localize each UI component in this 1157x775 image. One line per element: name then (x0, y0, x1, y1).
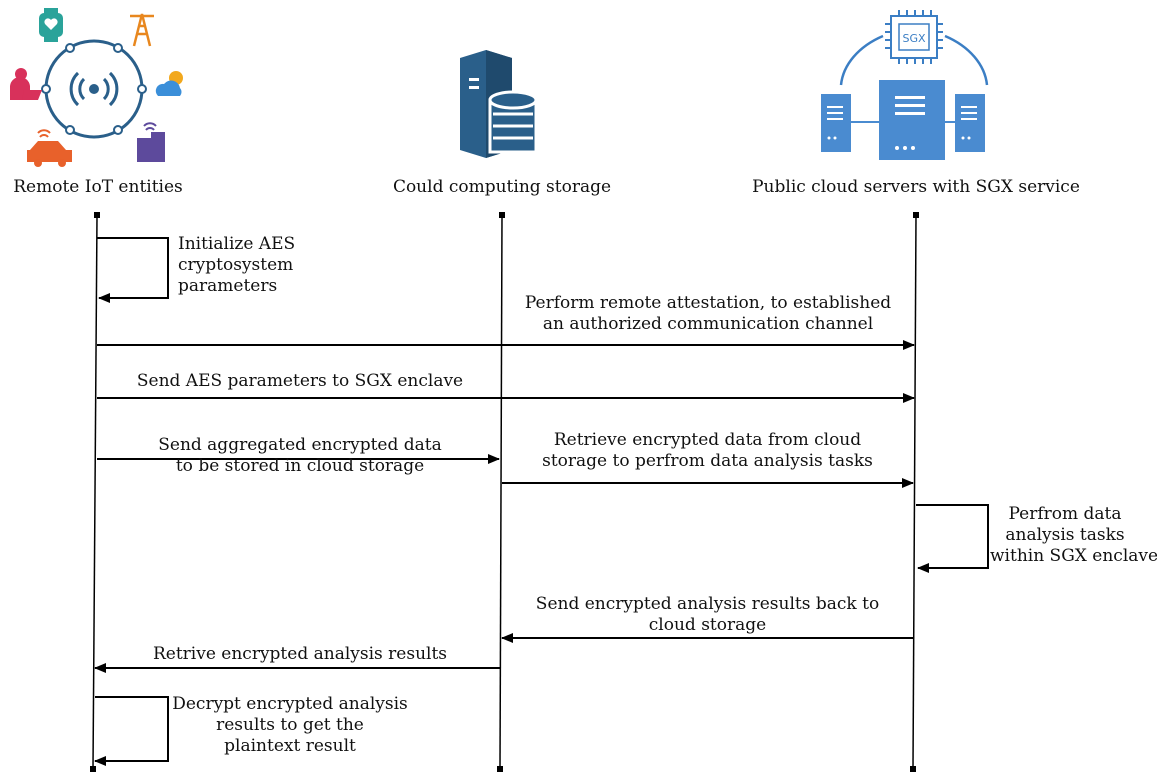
arrow-sgx-analysis (916, 504, 989, 573)
actor-sgx-label: Public cloud servers with SGX service (752, 177, 1080, 197)
msg-retrieve-results: Retrive encrypted analysis results (152, 644, 448, 664)
msg-send-aes-params: Send AES parameters to SGX enclave (136, 371, 464, 391)
sgx-servers-icon: SGX (821, 10, 989, 160)
arrow-decrypt (94, 696, 169, 766)
weather-icon (155, 71, 183, 96)
lifeline-iot (90, 212, 100, 772)
storage-server-icon (460, 50, 538, 158)
person-laptop-icon (9, 68, 42, 100)
building-icon (137, 122, 165, 162)
iot-entities-icon (9, 8, 183, 167)
smartwatch-icon (39, 8, 63, 42)
sgx-chip-label: SGX (902, 32, 926, 45)
lifeline-storage (497, 212, 505, 772)
car-icon (27, 129, 72, 167)
lifeline-sgx (910, 212, 919, 772)
tower-icon (130, 13, 154, 47)
arrow-initialize-aes (97, 237, 169, 303)
actor-iot-label: Remote IoT entities (13, 177, 183, 197)
msg-remote-attestation: Perform remote attestation, to establish… (524, 293, 892, 334)
actor-storage-label: Could computing storage (392, 177, 612, 197)
sgx-chip-icon: SGX (885, 10, 943, 64)
database-icon (488, 90, 538, 154)
